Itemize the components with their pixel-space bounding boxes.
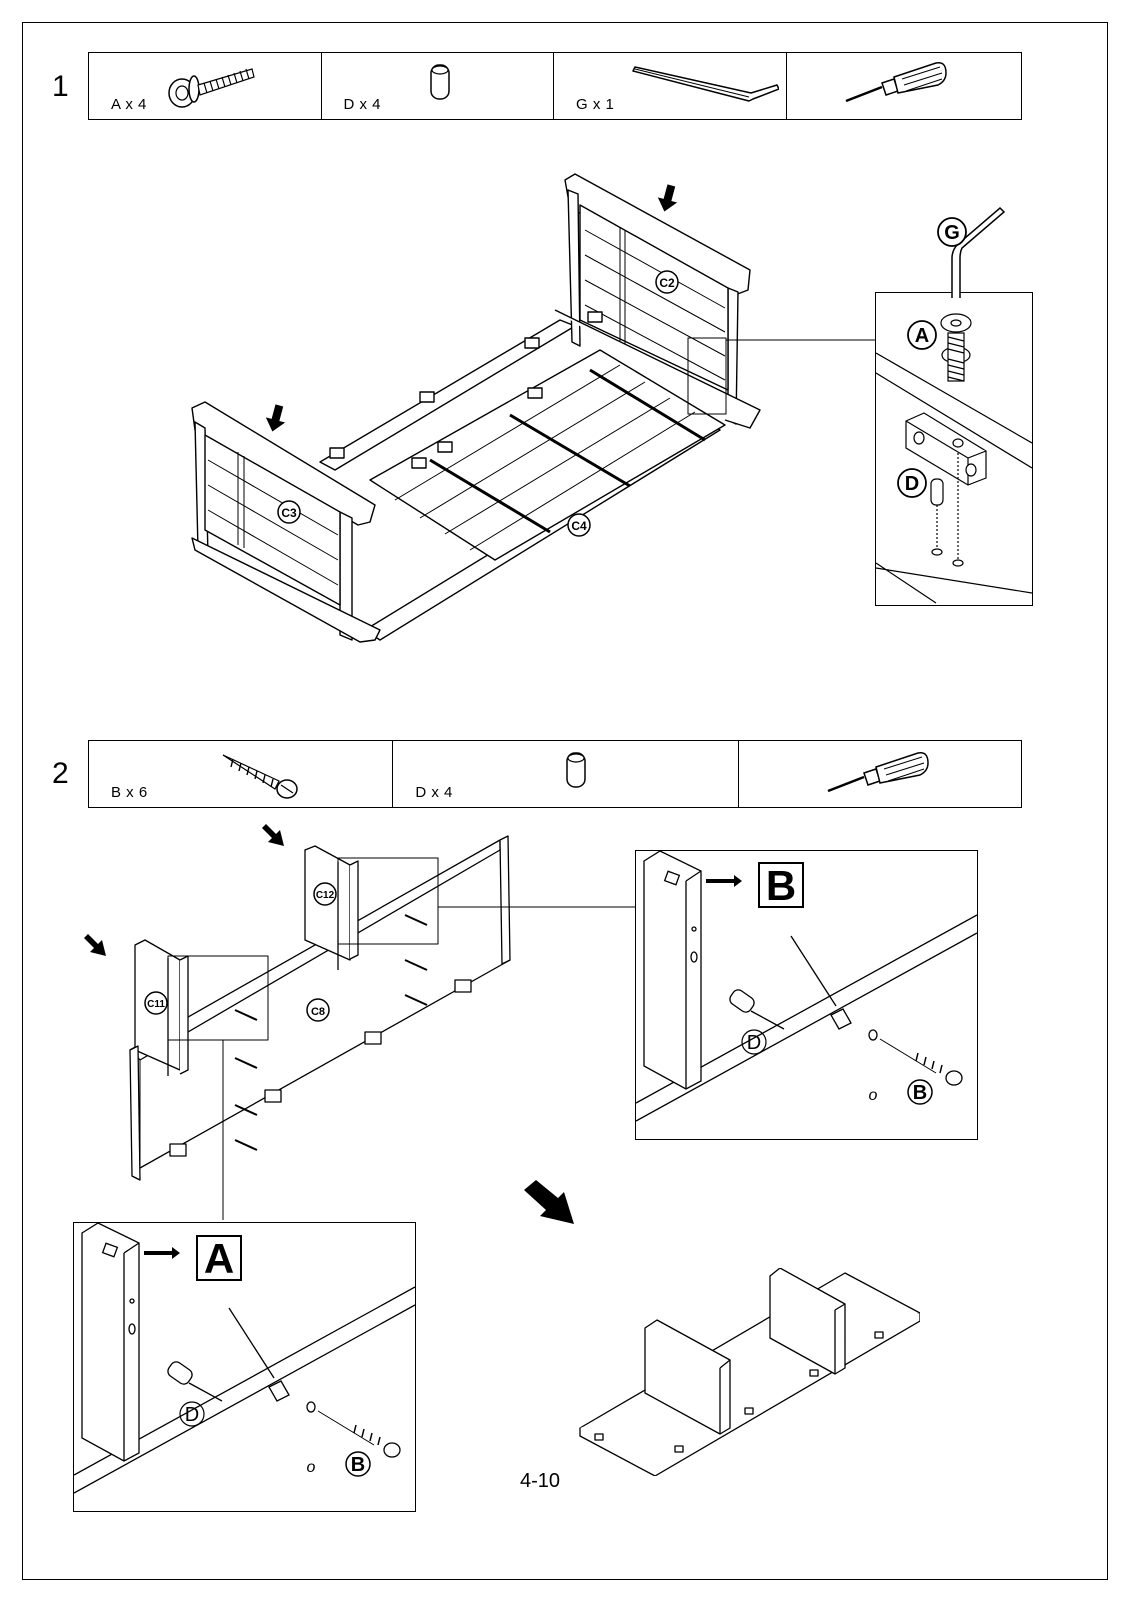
label-d: D <box>747 1032 761 1054</box>
detail-connector-lines <box>222 1040 224 1220</box>
svg-text:C3: C3 <box>281 506 297 520</box>
label-g: G <box>937 217 967 247</box>
detail-b-box: D o B <box>635 850 978 1140</box>
svg-text:C8: C8 <box>311 1006 325 1018</box>
step-2-result-drawing <box>575 1068 920 1176</box>
allen-key-icon <box>951 206 1006 298</box>
dowel-icon <box>429 64 450 100</box>
part-qty-b: B x 6 <box>111 784 148 801</box>
down-arrow-icon <box>265 404 286 432</box>
hole-mark: o <box>869 1087 878 1104</box>
part-cell-g: G x 1 <box>554 53 787 119</box>
detail-b-drawing: D o B <box>635 850 978 1122</box>
detail-connector-line <box>726 339 876 341</box>
detail-a-drawing: D o B <box>73 1222 416 1494</box>
allen-key-icon <box>632 66 779 102</box>
svg-text:C12: C12 <box>316 890 335 901</box>
direction-arrow-icon <box>84 934 106 956</box>
part-qty-a: A x 4 <box>111 96 147 113</box>
label-c12: C12 <box>313 882 337 906</box>
step-1-detail-box <box>875 292 1033 606</box>
svg-text:D: D <box>905 473 919 495</box>
pointer-arrow-icon <box>706 875 742 887</box>
label-b: B <box>351 1454 365 1476</box>
detail-b-title: B <box>758 862 804 908</box>
label-c11: C11 <box>144 991 168 1015</box>
part-cell-d: D x 4 <box>322 53 554 119</box>
part-cell-b: B x 6 <box>89 741 394 807</box>
step-1-bed-frame-diagram: C2 C3 C4 <box>191 173 761 643</box>
svg-text:C2: C2 <box>659 276 675 290</box>
bolt-with-washer-icon <box>168 68 255 108</box>
svg-text:C11: C11 <box>147 999 165 1010</box>
down-arrow-icon <box>657 184 678 212</box>
part-qty-g: G x 1 <box>576 96 615 113</box>
wood-screw-icon <box>222 754 298 799</box>
step-2-number: 2 <box>52 757 69 790</box>
screwdriver-icon <box>827 751 929 793</box>
label-c3: C3 <box>277 500 301 524</box>
step-2-parts-table: B x 6 D x 4 <box>88 740 1022 808</box>
label-c2: C2 <box>655 270 679 294</box>
direction-arrow-icon <box>262 824 284 846</box>
step-2-panel-diagram: C11 C12 C8 <box>129 835 511 1181</box>
dowel-icon <box>566 752 587 788</box>
step-1-parts-table: A x 4 D x 4 G x 1 <box>88 52 1022 120</box>
detail-a-box: D o B <box>73 1222 416 1512</box>
svg-text:C4: C4 <box>571 519 587 533</box>
part-qty-d: D x 4 <box>415 784 453 801</box>
svg-text:A: A <box>915 325 929 347</box>
part-qty-d: D x 4 <box>343 96 382 113</box>
label-d: D <box>185 1404 199 1426</box>
label-c8: C8 <box>306 998 330 1022</box>
label-d: D <box>897 468 927 498</box>
screwdriver-icon <box>845 61 947 103</box>
step-1-number: 1 <box>52 70 69 103</box>
hole-mark: o <box>307 1459 316 1476</box>
detail-connector-line <box>438 906 635 908</box>
part-cell-screwdriver <box>739 741 1021 807</box>
pointer-arrow-icon <box>144 1247 180 1259</box>
step-2-result-panel <box>579 1268 920 1476</box>
page-number: 4-10 <box>520 1470 561 1492</box>
step-1-detail-drawing <box>875 313 1033 604</box>
part-cell-screwdriver <box>787 53 1022 119</box>
label-b: B <box>913 1082 927 1104</box>
part-cell-a: A x 4 <box>89 53 322 119</box>
svg-text:G: G <box>944 222 960 244</box>
page-frame <box>22 22 1108 1580</box>
part-cell-d: D x 4 <box>393 741 739 807</box>
label-c4: C4 <box>567 513 591 537</box>
label-a: A <box>907 320 937 350</box>
detail-a-title: A <box>196 1235 242 1281</box>
next-step-arrow-icon <box>524 1180 574 1224</box>
